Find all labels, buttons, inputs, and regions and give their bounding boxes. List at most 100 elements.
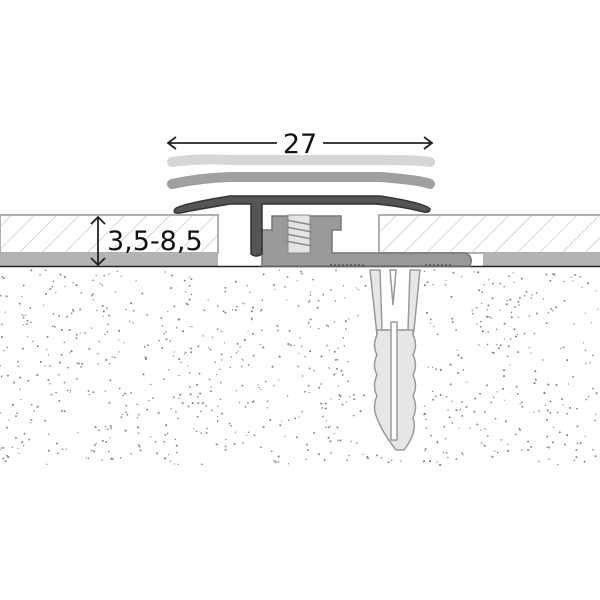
concrete-speck — [496, 451, 499, 454]
concrete-speck — [0, 335, 3, 339]
concrete-speck — [79, 332, 81, 334]
concrete-speck — [118, 339, 120, 341]
concrete-speck — [317, 299, 320, 302]
concrete-speck — [343, 345, 346, 347]
concrete-speck — [484, 428, 486, 430]
concrete-speck — [327, 436, 330, 439]
concrete-speck — [572, 280, 574, 282]
concrete-speck — [521, 405, 524, 408]
concrete-speck — [205, 405, 208, 407]
concrete-speck — [324, 402, 327, 405]
concrete-speck — [60, 328, 63, 332]
concrete-speck — [349, 396, 351, 398]
concrete-speck — [325, 420, 328, 422]
concrete-speck — [29, 306, 32, 309]
concrete-speck — [503, 322, 506, 325]
concrete-speck — [553, 273, 556, 276]
concrete-speck — [465, 406, 468, 408]
concrete-speck — [362, 394, 365, 397]
concrete-speck — [242, 442, 244, 444]
concrete-speck — [345, 401, 348, 403]
width-label: 27 — [283, 129, 317, 160]
concrete-speck — [324, 407, 327, 410]
concrete-speck — [106, 307, 108, 309]
concrete-speck — [303, 390, 306, 393]
concrete-speck — [44, 419, 47, 422]
concrete-speck — [430, 434, 432, 437]
concrete-speck — [91, 295, 93, 297]
concrete-speck — [538, 410, 540, 412]
concrete-speck — [585, 362, 587, 365]
concrete-speck — [21, 295, 23, 298]
concrete-speck — [161, 324, 164, 327]
concrete-speck — [339, 395, 342, 398]
concrete-speck — [443, 425, 446, 428]
concrete-speck — [341, 373, 344, 376]
concrete-speck — [341, 403, 344, 406]
concrete-speck — [528, 315, 531, 317]
concrete-speck — [251, 306, 254, 309]
concrete-speck — [206, 427, 208, 430]
concrete-speck — [338, 394, 341, 397]
concrete-speck — [196, 415, 199, 418]
concrete-speck — [2, 277, 5, 280]
concrete-speck — [594, 413, 597, 416]
concrete-speck — [260, 310, 262, 312]
concrete-speck — [121, 413, 124, 416]
concrete-speck — [30, 419, 33, 421]
concrete-speck — [175, 410, 177, 413]
concrete-speck — [530, 297, 533, 299]
concrete-speck — [449, 383, 452, 386]
concrete-speck — [30, 269, 33, 272]
concrete-speck — [21, 441, 24, 444]
concrete-speck — [6, 346, 9, 349]
concrete-speck — [504, 420, 507, 423]
concrete-speck — [327, 325, 330, 328]
concrete-speck — [216, 328, 219, 330]
concrete-speck — [566, 359, 569, 362]
concrete-speck — [582, 342, 585, 344]
concrete-speck — [575, 456, 578, 459]
concrete-speck — [70, 350, 73, 353]
concrete-speck — [136, 417, 139, 419]
concrete-speck — [169, 340, 172, 342]
concrete-speck — [177, 417, 179, 420]
concrete-speck — [476, 323, 478, 325]
concrete-speck — [334, 300, 337, 302]
concrete-speck — [163, 457, 167, 460]
concrete-speck — [49, 287, 52, 290]
concrete-speck — [137, 413, 140, 416]
concrete-speck — [222, 310, 225, 313]
concrete-speck — [5, 454, 8, 457]
concrete-speck — [445, 452, 448, 454]
concrete-speck — [92, 299, 94, 301]
concrete-speck — [165, 424, 168, 427]
concrete-speck — [24, 314, 27, 316]
concrete-speck — [584, 349, 587, 352]
concrete-speck — [29, 321, 32, 324]
concrete-speck — [235, 352, 238, 354]
concrete-speck — [233, 443, 236, 446]
concrete-speck — [217, 305, 219, 307]
concrete-speck — [461, 453, 464, 456]
concrete-speck — [124, 429, 127, 432]
concrete-speck — [547, 383, 550, 386]
concrete-speck — [503, 285, 505, 288]
concrete-speck — [574, 273, 577, 276]
concrete-speck — [480, 302, 483, 305]
concrete-speck — [287, 463, 290, 465]
concrete-speck — [224, 311, 227, 314]
concrete-speck — [175, 444, 178, 447]
concrete-speck — [36, 373, 39, 377]
concrete-speck — [30, 422, 32, 424]
concrete-speck — [65, 448, 67, 450]
concrete-speck — [447, 409, 449, 411]
concrete-speck — [576, 425, 579, 428]
concrete-speck — [64, 276, 67, 279]
concrete-speck — [489, 316, 491, 318]
concrete-speck — [203, 309, 206, 312]
concrete-speck — [261, 329, 263, 332]
concrete-speck — [491, 282, 494, 285]
concrete-speck — [167, 454, 170, 456]
concrete-speck — [592, 354, 594, 357]
